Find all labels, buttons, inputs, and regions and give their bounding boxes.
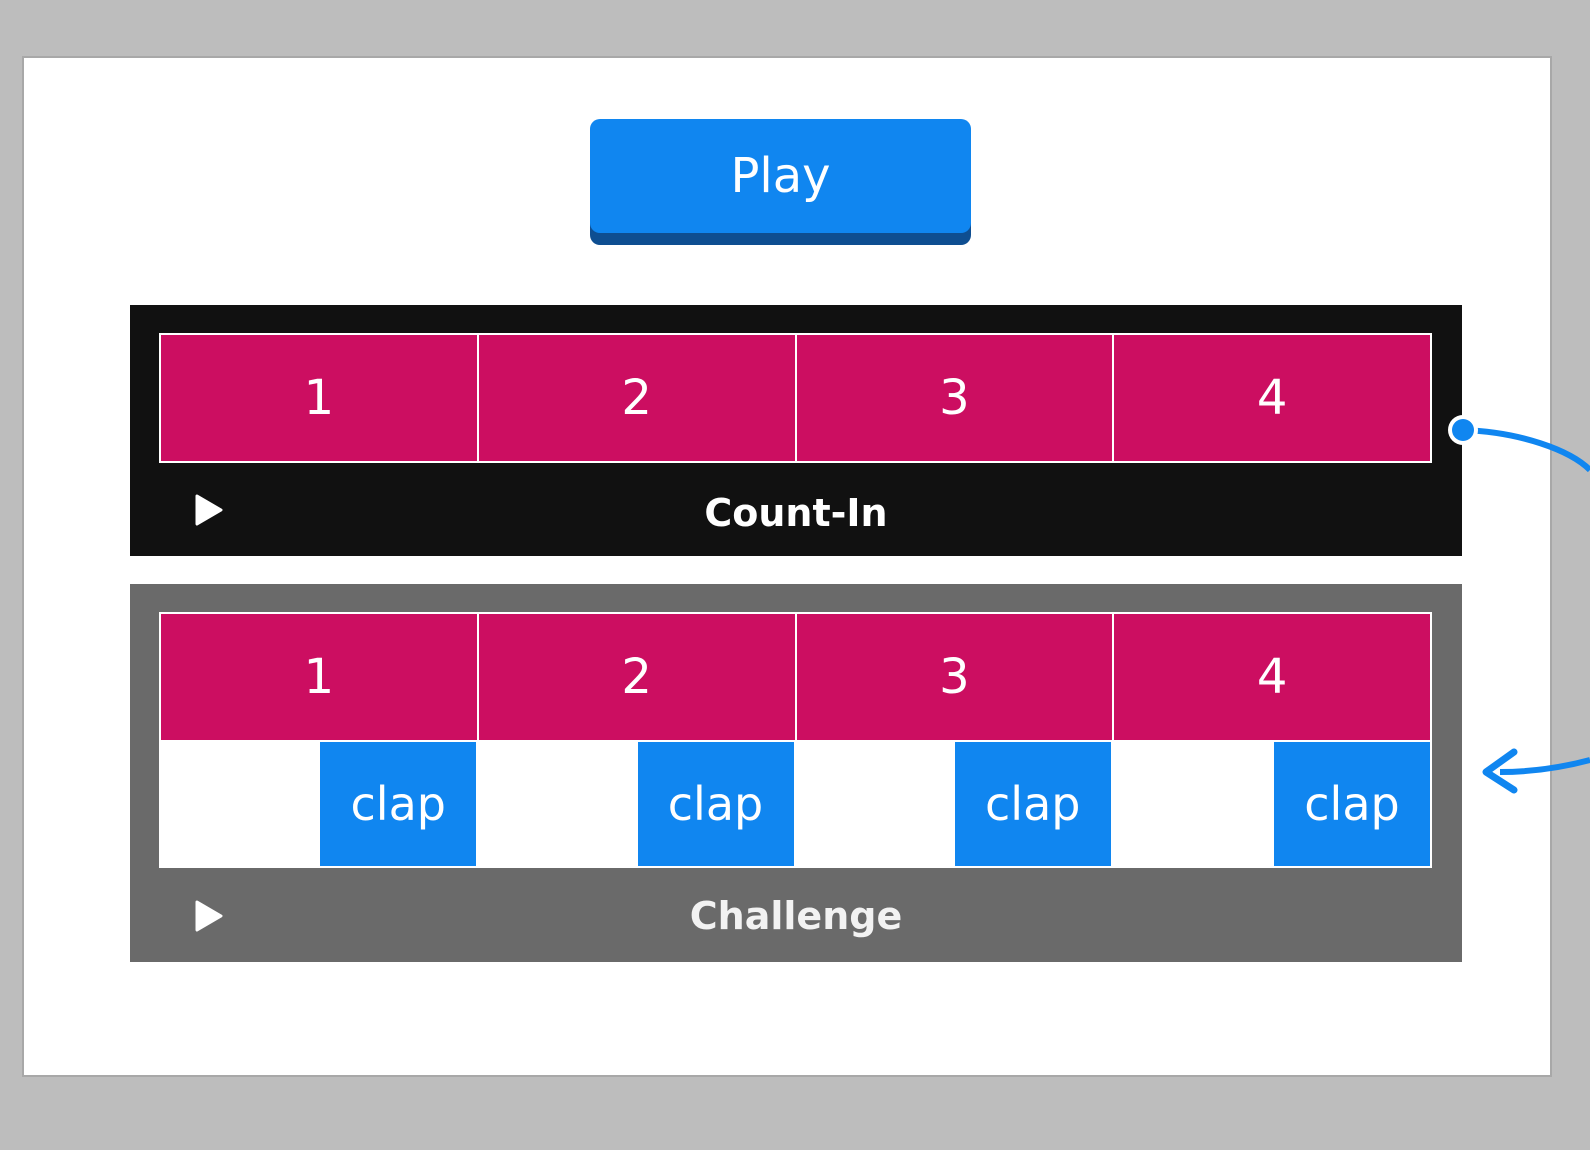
clap-block[interactable]: clap [954,742,1111,866]
play-button[interactable]: Play [590,119,971,233]
connector-handle-icon[interactable] [1452,419,1474,441]
challenge-section: 1 2 3 4 clap clap clap clap Challenge [130,584,1462,962]
beat-number: 4 [1256,370,1288,426]
challenge-grid: 1 2 3 4 clap clap clap clap [159,612,1432,868]
beat-cell: 4 [1114,614,1430,740]
play-triangle-icon[interactable] [194,899,224,933]
beat-cell: 3 [796,614,1115,740]
beat-number: 1 [303,370,335,426]
challenge-beat-row: 1 2 3 4 [161,614,1430,740]
beat-cell: 3 [796,335,1115,461]
clap-block[interactable]: clap [637,742,794,866]
beat-cell: 4 [1114,335,1430,461]
count-in-section: 1 2 3 4 Count-In [130,305,1462,556]
count-in-beat-row: 1 2 3 4 [161,335,1430,461]
beat-number: 3 [939,649,970,705]
clap-block[interactable]: clap [320,742,477,866]
beat-number: 2 [621,370,652,426]
connector-line-top [1462,427,1590,473]
play-button-label: Play [730,148,831,204]
clap-slot: clap [795,740,1113,866]
challenge-label: Challenge [689,894,903,938]
count-in-grid: 1 2 3 4 [159,333,1432,463]
beat-number: 2 [621,649,652,705]
clap-slot: clap [1112,740,1430,866]
beat-number: 1 [303,649,335,705]
count-in-label: Count-In [704,491,888,535]
beat-cell: 2 [478,335,797,461]
arrowhead-icon [1482,748,1518,794]
clap-slot: clap [161,740,479,866]
clap-block[interactable]: clap [1274,742,1430,866]
beat-number: 3 [939,370,970,426]
beat-cell: 1 [161,614,479,740]
clap-row: clap clap clap clap [161,740,1430,866]
clap-slot: clap [478,740,796,866]
play-triangle-icon[interactable] [194,493,224,527]
connector-arrow [1448,415,1590,794]
beat-number: 4 [1256,649,1288,705]
connector-line-bottom [1499,757,1590,775]
beat-cell: 1 [161,335,479,461]
beat-cell: 2 [478,614,797,740]
